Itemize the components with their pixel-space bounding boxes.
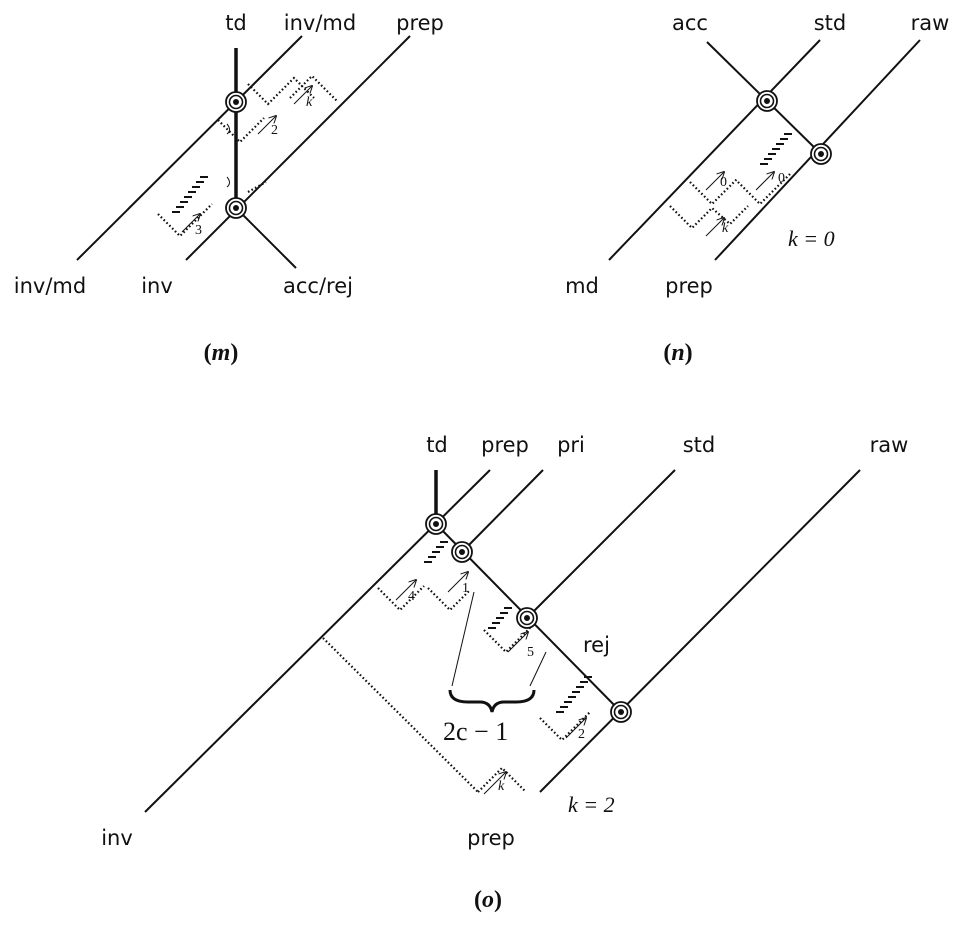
n-arrow-k bbox=[705, 218, 724, 237]
o-label-inv: inv bbox=[101, 826, 133, 850]
n-md-line bbox=[608, 39, 821, 261]
m-hash-marks bbox=[172, 176, 208, 213]
m-dotted-mid-b bbox=[247, 181, 267, 193]
m-label-acc-rej: acc/rej bbox=[283, 274, 353, 298]
m-label-prep: prep bbox=[396, 11, 444, 35]
o-std-line bbox=[526, 469, 676, 619]
m-node-top bbox=[225, 91, 247, 113]
n-hash-marks bbox=[760, 133, 792, 165]
m-wiggles bbox=[226, 123, 230, 188]
o-arrow-5 bbox=[507, 632, 528, 653]
n-label-acc: acc bbox=[672, 11, 708, 35]
m-arrow-k bbox=[293, 86, 312, 105]
diagram-m: td inv/md prep k 2 3 inv/md inv acc/rej … bbox=[14, 11, 444, 366]
o-brace-label: 2c − 1 bbox=[443, 717, 508, 746]
n-node-bottom bbox=[810, 143, 832, 165]
m-dotted-top-a bbox=[247, 76, 315, 106]
o-label-std: std bbox=[683, 433, 716, 457]
m-inv-md-line bbox=[76, 35, 303, 261]
o-prep-raw-line bbox=[539, 469, 861, 793]
m-arrow-2 bbox=[257, 116, 276, 135]
o-counter-1: 1 bbox=[462, 581, 469, 596]
o-arrow-1 bbox=[447, 572, 468, 593]
m-prep-line bbox=[185, 35, 411, 261]
o-hash-marks bbox=[424, 541, 592, 713]
o-node-td bbox=[425, 513, 447, 535]
o-counter-2: 2 bbox=[578, 727, 585, 742]
n-caption: (n) bbox=[663, 340, 692, 366]
o-arrow-k bbox=[483, 772, 506, 795]
diagram-o: td prep pri std raw 4 1 bbox=[101, 433, 908, 913]
o-dotted-4 bbox=[377, 585, 425, 612]
o-label-rej: rej bbox=[583, 633, 610, 657]
m-label-td: td bbox=[225, 11, 247, 35]
o-label-prep-bottom: prep bbox=[467, 826, 515, 850]
m-counter-3: 3 bbox=[195, 223, 202, 238]
m-arrow-3 bbox=[181, 214, 200, 233]
n-note: k = 0 bbox=[788, 226, 835, 251]
o-dotted-k bbox=[477, 766, 527, 793]
m-counter-k: k bbox=[306, 95, 313, 110]
o-caption: (o) bbox=[474, 887, 502, 913]
o-brace bbox=[448, 689, 536, 713]
n-label-md: md bbox=[565, 274, 599, 298]
o-brace-lead-left bbox=[451, 591, 475, 687]
m-label-inv: inv bbox=[141, 274, 173, 298]
o-label-raw: raw bbox=[870, 433, 909, 457]
n-label-std: std bbox=[814, 11, 847, 35]
m-acc-rej-line bbox=[235, 207, 297, 269]
o-label-td: td bbox=[426, 433, 448, 457]
m-caption: (m) bbox=[204, 340, 239, 366]
o-dotted-5 bbox=[483, 627, 531, 654]
o-arrow-2 bbox=[565, 718, 586, 739]
o-dotted-long bbox=[322, 637, 479, 793]
o-brace-lead-right bbox=[529, 651, 547, 687]
o-counter-5: 5 bbox=[527, 645, 534, 660]
m-label-inv-md-bottom: inv/md bbox=[14, 274, 86, 298]
n-arrow-0a bbox=[705, 172, 724, 191]
o-note: k = 2 bbox=[568, 792, 615, 817]
diagram-n: acc std raw 0 0 k k = 0 md prep (n) bbox=[565, 11, 949, 366]
n-label-raw: raw bbox=[911, 11, 950, 35]
o-pri-line bbox=[461, 469, 544, 553]
n-counter-0b: 0 bbox=[778, 171, 785, 186]
m-dotted-bottom bbox=[157, 203, 213, 238]
n-node-top bbox=[756, 90, 778, 112]
n-dotted-c bbox=[669, 205, 749, 230]
m-label-inv-md-top: inv/md bbox=[284, 11, 356, 35]
n-counter-k: k bbox=[722, 221, 729, 236]
m-counter-2: 2 bbox=[271, 123, 278, 138]
o-node-std bbox=[516, 607, 538, 629]
o-counter-4: 4 bbox=[408, 589, 415, 604]
m-dotted-mid bbox=[217, 117, 265, 144]
n-label-prep: prep bbox=[665, 274, 713, 298]
o-counter-k: k bbox=[498, 779, 505, 794]
m-node-bottom bbox=[225, 197, 247, 219]
n-arrow-0b bbox=[755, 172, 774, 191]
o-label-prep-top: prep bbox=[481, 433, 529, 457]
n-counter-0a: 0 bbox=[720, 175, 727, 190]
o-label-pri: pri bbox=[557, 433, 585, 457]
o-arrow-4 bbox=[395, 580, 416, 601]
o-node-pri bbox=[451, 541, 473, 563]
o-node-raw bbox=[610, 701, 632, 723]
